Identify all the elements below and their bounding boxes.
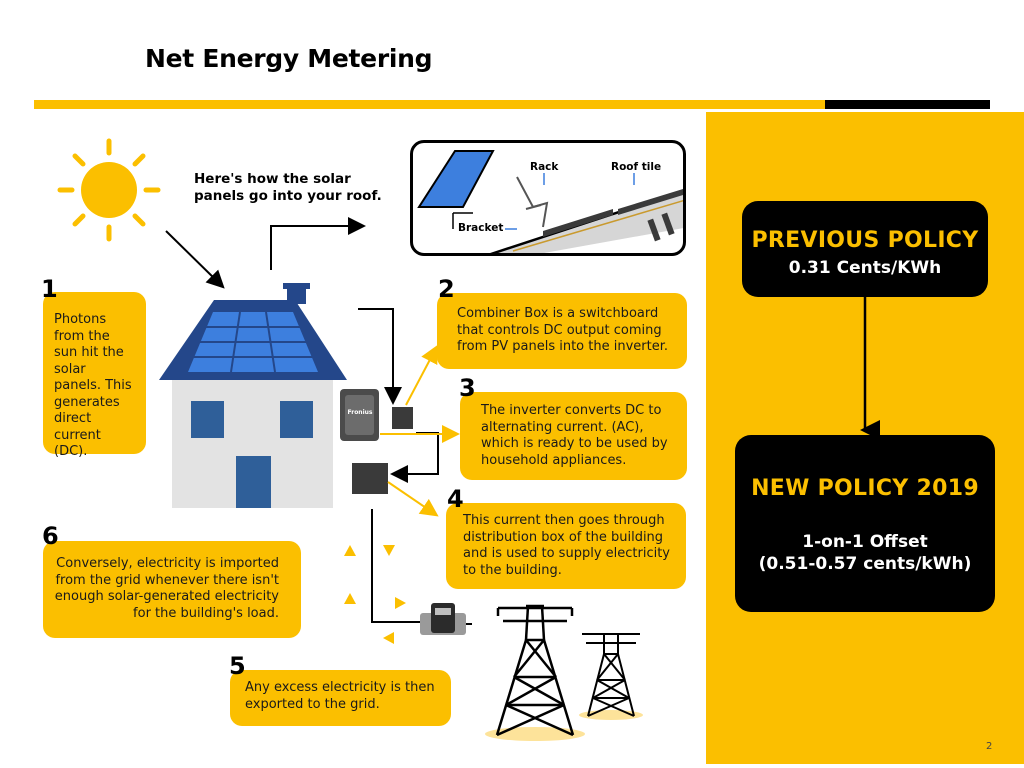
pointer-2 bbox=[405, 344, 438, 406]
new-policy-box: NEW POLICY 2019 1-on-1 Offset (0.51-0.57… bbox=[735, 435, 995, 612]
ac-wire-arrow bbox=[390, 432, 439, 483]
page-title: Net Energy Metering bbox=[145, 44, 433, 73]
step-5-callout: Any excess electricity is then exported … bbox=[230, 670, 451, 726]
step-4-number: 4 bbox=[447, 485, 464, 513]
flow-triangles bbox=[344, 545, 406, 644]
policy-panel: PREVIOUS POLICY 0.31 Cents/KWh NEW POLIC… bbox=[706, 112, 1024, 764]
title-underline-yellow bbox=[34, 100, 825, 109]
roof-intro-text: Here's how the solar panels go into your… bbox=[194, 171, 382, 204]
new-policy-line1: 1-on-1 Offset bbox=[802, 532, 928, 552]
step-3-number: 3 bbox=[459, 374, 476, 402]
transmission-tower-small-icon bbox=[582, 633, 640, 717]
step-6-callout: Conversely, electricity is imported from… bbox=[43, 541, 301, 638]
new-policy-heading: NEW POLICY 2019 bbox=[751, 476, 979, 501]
pointer-4 bbox=[387, 481, 439, 517]
roof-detail-illustration bbox=[417, 150, 683, 253]
roof-detail-arrow bbox=[270, 217, 366, 270]
previous-policy-box: PREVIOUS POLICY 0.31 Cents/KWh bbox=[742, 201, 988, 297]
rack-label: Rack bbox=[530, 161, 559, 173]
inverter-icon: Fronius bbox=[340, 389, 379, 441]
policy-arrow bbox=[860, 297, 880, 440]
step-6-number: 6 bbox=[42, 522, 59, 550]
page-number: 2 bbox=[986, 741, 993, 752]
transmission-tower-icon bbox=[495, 604, 575, 737]
dc-wire-arrow bbox=[358, 308, 402, 405]
step-2-number: 2 bbox=[438, 275, 455, 303]
sunlight-arrow bbox=[165, 230, 225, 289]
diagram-graphics: Fronius bbox=[57, 138, 643, 741]
roof-tile-label: Roof tile bbox=[611, 161, 662, 173]
step-4-callout: This current then goes through distribut… bbox=[446, 503, 686, 589]
step-1-callout: Photons from the sun hit the solar panel… bbox=[43, 292, 146, 459]
step-3-callout: The inverter converts DC to alternating … bbox=[460, 392, 687, 480]
roof-detail-box: Rack Roof tile Bracket bbox=[410, 140, 686, 256]
step-5-number: 5 bbox=[229, 652, 246, 680]
grid-wire bbox=[371, 509, 428, 623]
solar-panel-icon bbox=[188, 311, 318, 373]
step-1-number: 1 bbox=[41, 275, 58, 303]
meter-icon bbox=[420, 603, 472, 635]
combiner-box-icon bbox=[392, 407, 413, 429]
house-icon bbox=[159, 283, 347, 508]
step-2-callout: Combiner Box is a switchboard that contr… bbox=[437, 293, 687, 369]
previous-policy-heading: PREVIOUS POLICY bbox=[751, 228, 979, 253]
distribution-box-icon bbox=[352, 463, 388, 494]
title-underline-black bbox=[825, 100, 990, 109]
new-policy-line2: (0.51-0.57 cents/kWh) bbox=[758, 554, 972, 574]
inverter-brand: Fronius bbox=[348, 409, 373, 416]
previous-policy-rate: 0.31 Cents/KWh bbox=[788, 258, 942, 278]
sun-icon bbox=[57, 138, 161, 242]
bracket-label: Bracket bbox=[458, 222, 504, 234]
